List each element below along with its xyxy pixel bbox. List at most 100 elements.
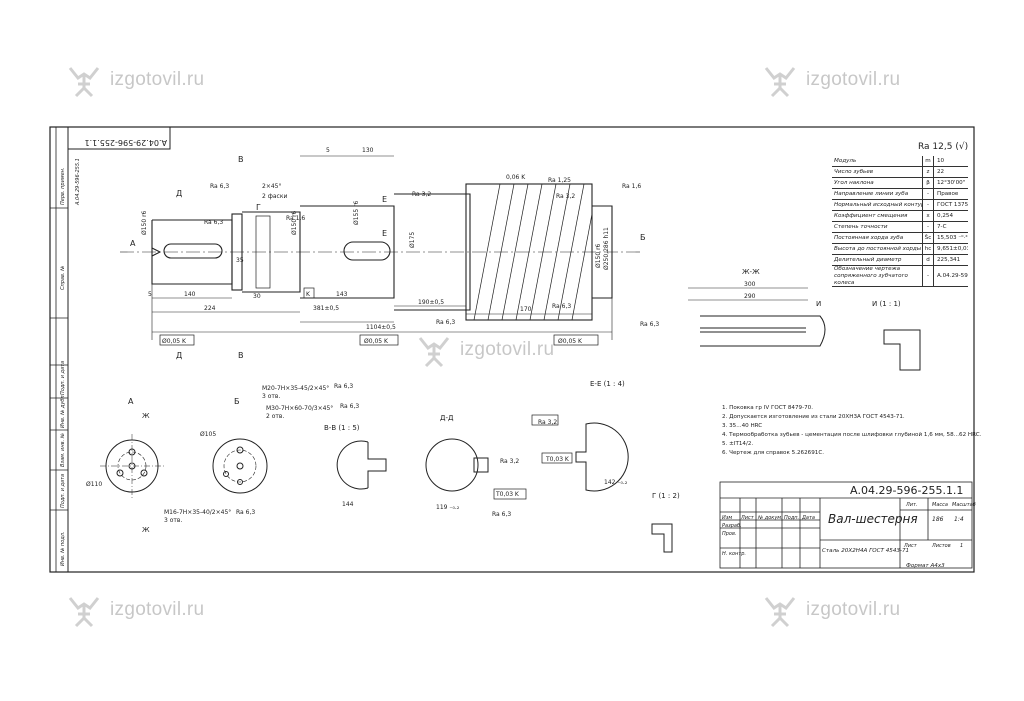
- section-zhzh: [688, 287, 826, 347]
- ra-label: Ra 6,3: [210, 183, 229, 190]
- param-name: Направление линии зуба: [834, 191, 909, 197]
- param-symbol: Šc: [922, 233, 934, 243]
- role-norm-control: Н. контр.: [722, 551, 746, 557]
- ra-label: Ra 1,25: [548, 177, 571, 184]
- title-block-grid: [719, 481, 973, 569]
- param-symbol: x: [922, 211, 934, 221]
- note-line: 6. Чертеж для справок 5.262691С.: [722, 450, 825, 456]
- detail-i: [883, 329, 921, 371]
- dim-label: 119 ₋₀.₂: [436, 504, 460, 511]
- watermark-text: izgotovil.ru: [110, 69, 205, 90]
- detail-g: [651, 523, 673, 553]
- header-doc: № докум.: [758, 515, 783, 521]
- watermark-text: izgotovil.ru: [806, 69, 901, 90]
- table-row: Нормальный исходный контур-ГОСТ 13755-81: [832, 200, 968, 211]
- ra-label: Ra 6,3: [204, 219, 223, 226]
- param-name: Нормальный исходный контур: [834, 202, 922, 208]
- sheet-label: Лист: [904, 543, 917, 549]
- view-letter: Д: [176, 351, 182, 360]
- title-block: А.04.29-596-255.1.1 Вал-шестерня Сталь 2…: [720, 482, 976, 568]
- role-checker: Пров.: [722, 531, 737, 537]
- dim-label: 30: [253, 293, 261, 300]
- thread-label: M16-7H×35-40/2×45°: [164, 509, 231, 516]
- dim-label: 140: [184, 291, 196, 298]
- param-symbol: -: [922, 222, 934, 232]
- view-letter: Д: [176, 189, 182, 198]
- tolerance-frame: [159, 287, 599, 346]
- side-label: Инв. № дубл.: [60, 394, 66, 428]
- view-letter: Б: [640, 233, 646, 242]
- tolerance-frame: [531, 414, 573, 464]
- dim-label: 190±0,5: [418, 299, 444, 306]
- thread-label: M30-7H×60-70/3×45°: [266, 405, 333, 412]
- dim-label: 144: [342, 501, 354, 508]
- dim-label: Ø105: [200, 431, 216, 438]
- header-list: Лист: [741, 515, 754, 521]
- side-label: Инв. № подл.: [60, 532, 66, 567]
- param-symbol: d: [922, 255, 934, 265]
- ra-label: Ra 1,6: [286, 215, 305, 222]
- technical-notes: 1. Поковка гр IV ГОСТ 8479-70. 2. Допуск…: [722, 404, 981, 458]
- ra-label: Ra 6,3: [236, 509, 255, 516]
- note-line: 3. 35...40 HRC: [722, 423, 763, 429]
- section-ee: [575, 422, 629, 492]
- dim-label: 5: [326, 147, 330, 154]
- mass-value: 186: [932, 516, 944, 523]
- view-letter: А: [130, 239, 136, 248]
- material: Сталь 20Х2Н4А ГОСТ 4543-71: [822, 548, 910, 554]
- watermark: izgotovil.ru: [414, 330, 554, 370]
- roughness-general: Ra 12,5 (√): [918, 142, 969, 152]
- dim-label: 143: [336, 291, 348, 298]
- part-name: Вал-шестерня: [828, 512, 918, 526]
- ra-label: Ra 1,6: [622, 183, 641, 190]
- view-letter: В: [238, 155, 244, 164]
- side-label: Справ. №: [60, 266, 66, 290]
- dim-label: Ø110: [86, 481, 102, 488]
- param-name: Постоянная хорда зуба: [834, 235, 904, 241]
- doc-number: А.04.29-596-255.1.1: [850, 484, 964, 497]
- scale-label: Масштаб: [952, 502, 976, 508]
- section-vv: [336, 440, 387, 490]
- role-developer: Разраб.: [722, 523, 742, 529]
- thread-label: 3 отв.: [262, 393, 280, 400]
- param-name: Число зубьев: [834, 169, 874, 175]
- dim-label: 170: [520, 306, 532, 313]
- lit-label: Лит.: [906, 502, 918, 508]
- ra-label: Ra 3,2: [538, 419, 557, 426]
- param-symbol: -: [922, 200, 934, 210]
- header-sign: Подп.: [784, 515, 800, 521]
- param-value: А.04.29-596-255.13: [937, 273, 968, 279]
- scale-value: 1:4: [954, 516, 964, 523]
- sheet-frame: [49, 126, 975, 573]
- tol-label: Ø0,05 K: [162, 338, 187, 345]
- detail-title: Г (1 : 2): [652, 492, 680, 500]
- section-title: Е-Е (1 : 4): [590, 380, 625, 388]
- chamfer-label: 2 фаски: [262, 193, 287, 200]
- watermark-text: izgotovil.ru: [460, 339, 555, 360]
- tol-label: 0,06 K: [506, 174, 526, 181]
- table-row: Направление линии зуба-Правое: [832, 189, 968, 200]
- side-label: А.04.29-596-255.1: [75, 158, 81, 206]
- dimension-lines: [151, 155, 613, 340]
- logo-icon: [764, 597, 796, 628]
- section-title: Д-Д: [440, 414, 454, 422]
- thread-label: 2 отв.: [266, 413, 284, 420]
- dim-label: 130: [362, 147, 374, 154]
- param-value: 12°30'00": [937, 180, 966, 186]
- param-name: Степень точности: [834, 224, 888, 230]
- table-row: Степень точности -7-С: [832, 222, 968, 233]
- header-izm: Изм: [722, 515, 733, 521]
- param-value: 7-С: [937, 224, 947, 230]
- section-dd: [425, 438, 489, 492]
- dim-label: 142 ₋₀.₂: [604, 479, 628, 486]
- param-value: 225,341: [937, 257, 961, 263]
- mass-label: Масса: [932, 502, 948, 508]
- view-letter: Е: [382, 195, 387, 204]
- param-name: Высота до постоянной хорды: [834, 246, 922, 252]
- view-letter: Ж: [142, 412, 150, 420]
